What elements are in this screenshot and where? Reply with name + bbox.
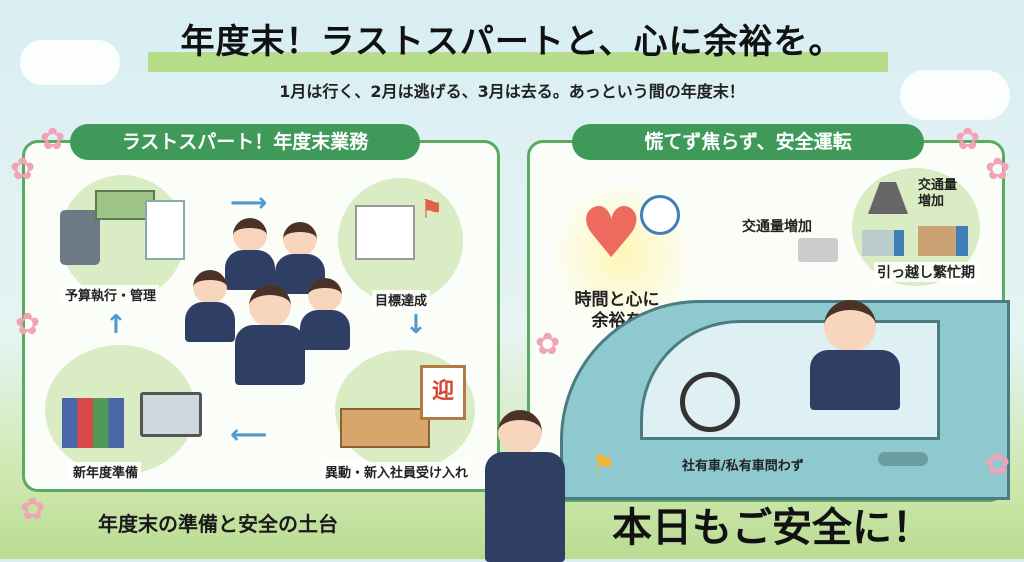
page-subtitle: 1月は行く、2月は逃げる、3月は去る。あっという間の年度末！: [279, 82, 745, 101]
growth-chart-icon: [355, 205, 415, 260]
goal-label: 目標達成: [372, 290, 431, 309]
cloud: [20, 40, 120, 85]
cherry-blossom-icon: ✿: [10, 152, 36, 187]
traffic-label: 交通量増加: [742, 219, 812, 235]
moving-truck-icon: [918, 226, 968, 256]
office-worker: [235, 285, 305, 385]
laptop-icon: [140, 392, 202, 437]
cherry-blossom-icon: ✿: [955, 122, 981, 157]
bubble-top-label: 交通量増加: [918, 178, 958, 209]
flag-icon: ⚑: [592, 450, 616, 480]
cherry-blossom-icon: ✿: [985, 152, 1011, 187]
cherry-blossom-icon: ✿: [40, 122, 66, 157]
cycle-arrow-icon: ↑: [105, 310, 127, 340]
cycle-arrow-icon: ↓: [405, 310, 427, 340]
page-title: 年度末！ラストスパートと、心に余裕を。: [180, 22, 844, 62]
onboarding-label: 異動・新入社員受け入れ: [322, 462, 472, 481]
car-label: 社有車/私有車問わず: [682, 459, 804, 474]
right-footer-text: 本日もご安全に！: [612, 505, 932, 551]
cherry-blossom-icon: ✿: [20, 492, 46, 527]
cycle-arrow-icon: ⟶: [230, 188, 268, 218]
truck-icon: [798, 238, 838, 262]
woman-with-flag: [485, 410, 565, 562]
cherry-blossom-icon: ✿: [15, 307, 41, 342]
driver: [810, 300, 900, 410]
boxes-icon: [340, 408, 430, 448]
calculator-icon: [60, 210, 100, 265]
office-worker: [225, 218, 275, 290]
year-end-tasks-heading: ラストスパート！年度末業務: [70, 124, 420, 160]
cherry-blossom-icon: ✿: [985, 447, 1011, 482]
office-worker: [300, 278, 350, 350]
truck-icon: [862, 230, 904, 256]
binders-icon: [62, 398, 124, 448]
new-year-prep-label: 新年度準備: [70, 462, 142, 481]
clock-icon: [640, 195, 680, 235]
document-icon: [145, 200, 185, 260]
cloud: [900, 70, 1010, 120]
heart-icon: ♥: [580, 192, 643, 274]
flag-icon: ⚑: [420, 195, 444, 225]
office-worker: [185, 270, 235, 342]
welcome-sign: 迎: [420, 365, 466, 420]
safe-driving-heading: 慌てず焦らず、安全運転: [572, 124, 924, 160]
bubble-bottom-label: 引っ越し繁忙期: [874, 262, 978, 282]
cherry-blossom-icon: ✿: [535, 327, 561, 362]
steering-wheel-icon: [680, 372, 740, 432]
cycle-arrow-icon: ⟵: [230, 420, 268, 450]
title-highlight: [148, 52, 888, 72]
door-handle: [878, 452, 928, 466]
left-footer-text: 年度末の準備と安全の土台: [98, 512, 338, 536]
budget-label: 予算執行・管理: [62, 285, 160, 304]
